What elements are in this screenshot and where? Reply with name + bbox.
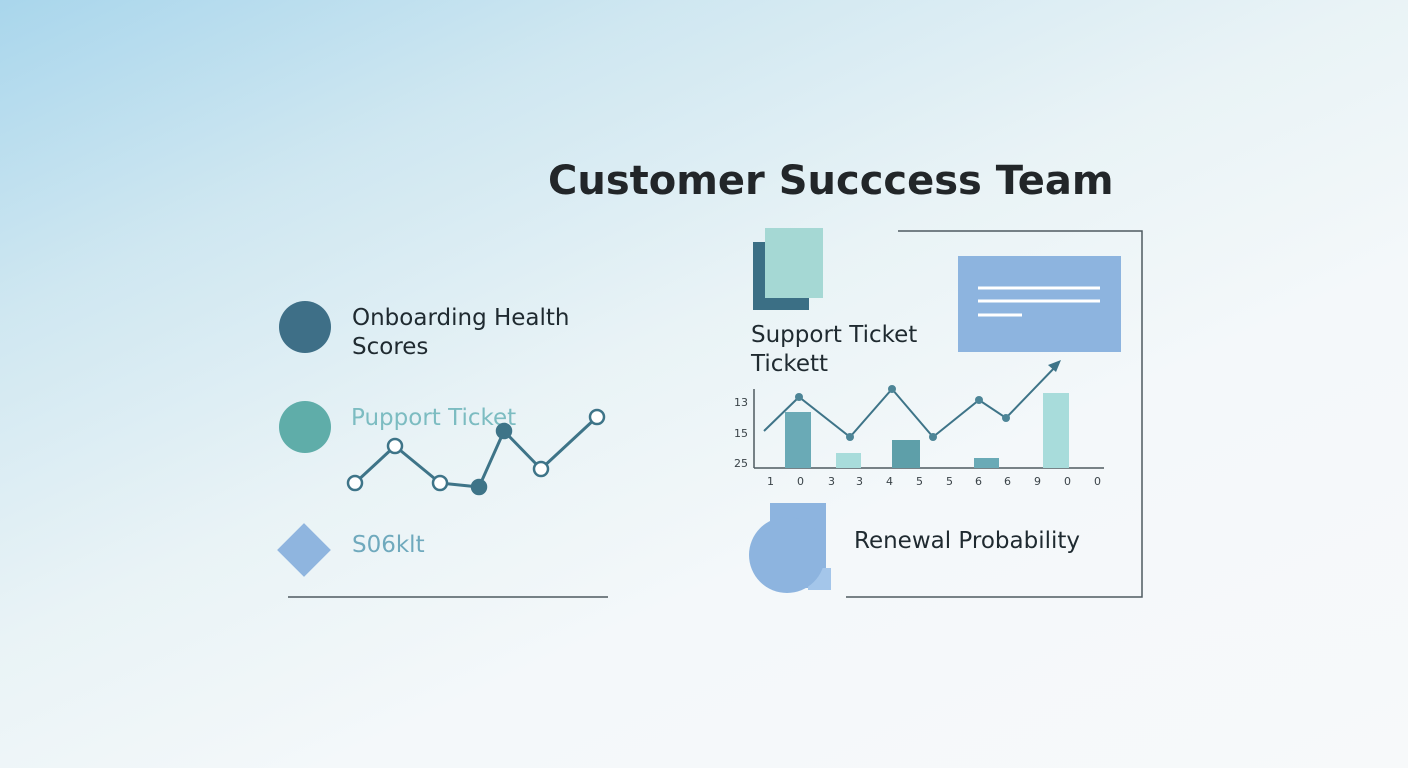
right-frame-border xyxy=(846,230,1143,598)
chart-x-tick: 3 xyxy=(856,475,863,488)
stacked-squares-icon-front xyxy=(765,228,823,298)
chart-y-tick: 25 xyxy=(734,457,748,470)
left-trend-point xyxy=(532,460,550,478)
chart-trend-arrow-icon xyxy=(1048,360,1061,372)
renewal-probability-label: Renewal Probability xyxy=(854,528,1081,554)
chart-x-tick: 0 xyxy=(797,475,804,488)
renewal-icon-circle xyxy=(749,517,825,593)
chart-y-tick: 15 xyxy=(734,427,748,440)
left-trend-point xyxy=(470,478,488,496)
support-dot-icon xyxy=(279,401,331,453)
chart-x-tick: 6 xyxy=(975,475,982,488)
support-ticket-label: Pupport Ticket xyxy=(351,405,517,431)
chart-trend-line xyxy=(763,363,1059,439)
onboarding-label-line1: Onboarding Health xyxy=(352,305,570,331)
chart-bar xyxy=(1043,393,1069,468)
chart-trend-point xyxy=(975,396,983,404)
chart-y-tick: 13 xyxy=(734,396,748,409)
chart-x-tick: 5 xyxy=(946,475,953,488)
chart-x-tick: 9 xyxy=(1034,475,1041,488)
onboarding-label: Onboarding Health Scores xyxy=(352,304,570,362)
left-trend-point xyxy=(495,422,513,440)
chart-trend-point xyxy=(846,433,854,441)
chart-bar xyxy=(974,458,999,468)
chart-x-tick: 0 xyxy=(1064,475,1071,488)
chart-x-tick: 0 xyxy=(1094,475,1101,488)
s06klt-label: S06klt xyxy=(352,532,425,558)
left-trend-point xyxy=(346,474,364,492)
chart-x-tick: 3 xyxy=(828,475,835,488)
page-title: Customer Succcess Team xyxy=(548,158,1114,204)
onboarding-dot-icon xyxy=(279,301,331,353)
chart-bar xyxy=(836,453,861,468)
chart-trend-point xyxy=(888,385,896,393)
chart-x-tick: 4 xyxy=(886,475,893,488)
chart-trend-point xyxy=(1002,414,1010,422)
chart-trend-point xyxy=(795,393,803,401)
chart-bar xyxy=(892,440,920,468)
chart-x-tick: 1 xyxy=(767,475,774,488)
left-trend-point xyxy=(588,408,606,426)
left-trend-point xyxy=(386,437,404,455)
chart-bar xyxy=(785,412,811,468)
chart-x-tick: 5 xyxy=(916,475,923,488)
info-card xyxy=(958,256,1121,352)
support-ticket-heading-line1: Support Ticket xyxy=(751,322,918,348)
support-ticket-heading-line2: Tickett xyxy=(751,351,829,377)
left-trend-point xyxy=(431,474,449,492)
support-ticket-heading: Support Ticket Tickett xyxy=(751,321,917,379)
chart-x-tick: 6 xyxy=(1004,475,1011,488)
onboarding-label-line2: Scores xyxy=(352,334,429,360)
chart-trend-point xyxy=(929,433,937,441)
